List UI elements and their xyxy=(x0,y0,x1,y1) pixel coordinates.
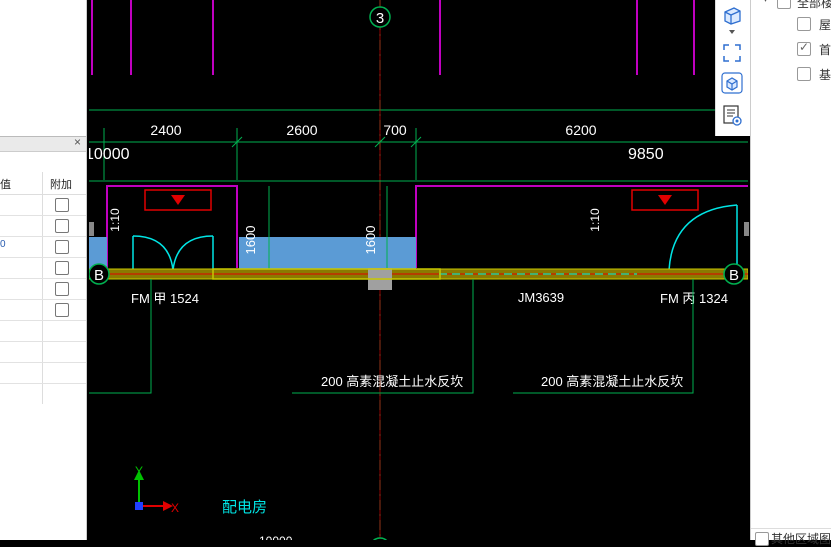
attach-checkbox[interactable] xyxy=(55,240,69,254)
floor-item-other[interactable]: 其他区域图 xyxy=(751,528,831,546)
drawing-canvas[interactable]: 3 2400 2600 700 6200 10000 9850 1:10 1:1… xyxy=(89,0,748,540)
bottom-dim: 10000 xyxy=(259,534,293,540)
door-swing xyxy=(668,204,738,271)
property-row[interactable] xyxy=(0,362,86,384)
floor-label: 基础层 xyxy=(819,68,831,82)
chevron-down-icon[interactable]: ▾ xyxy=(763,0,768,5)
axis-label-b: B xyxy=(729,267,739,284)
floor-checkbox[interactable] xyxy=(755,532,769,546)
property-row[interactable] xyxy=(0,215,86,237)
door-label: JM3639 xyxy=(518,290,564,305)
height-label: 1600 xyxy=(363,226,378,255)
dim-text: 2600 xyxy=(286,122,317,138)
ucs-y-arrow-icon xyxy=(134,470,144,480)
floor-label: 首层 xyxy=(819,43,831,57)
door-swing xyxy=(132,235,174,271)
door-label: FM 甲 1524 xyxy=(131,291,199,306)
canvas-scroll-tab-right[interactable] xyxy=(744,222,749,236)
dim-text: 2400 xyxy=(150,122,181,138)
property-row[interactable] xyxy=(0,257,86,279)
ucs-y-label: Y xyxy=(135,464,143,478)
dim-slash xyxy=(410,136,422,148)
attach-checkbox[interactable] xyxy=(55,261,69,275)
dim-text: 700 xyxy=(383,122,407,138)
fit-view-icon[interactable] xyxy=(721,42,743,64)
floor-label: 屋面层 xyxy=(819,18,831,32)
property-row[interactable] xyxy=(0,194,86,216)
axis-bubble-b-right[interactable] xyxy=(723,263,745,285)
wall-segment xyxy=(212,268,441,280)
property-value[interactable]: 0 xyxy=(0,239,6,250)
dim-slash xyxy=(374,136,386,148)
water-area xyxy=(239,237,416,269)
dim-slash xyxy=(231,136,243,148)
property-row[interactable] xyxy=(0,299,86,321)
attach-checkbox[interactable] xyxy=(55,198,69,212)
value-column-header: 值 xyxy=(0,179,11,191)
floor-panel: ▾ 全部楼层 屋面层首层基础层 其他区域图 xyxy=(750,0,831,546)
floor-checkbox[interactable] xyxy=(797,67,811,81)
attach-checkbox[interactable] xyxy=(55,219,69,233)
marker-box xyxy=(144,189,212,211)
close-icon[interactable]: × xyxy=(73,135,81,149)
3d-rotate-icon[interactable] xyxy=(721,72,743,94)
ucs-origin xyxy=(135,502,143,510)
dim-text: 6200 xyxy=(565,122,596,138)
elevation-left: 10000 xyxy=(89,146,130,163)
properties-panel-header: × xyxy=(0,135,86,152)
slope-label: 1:10 xyxy=(108,208,122,232)
floor-checkbox[interactable] xyxy=(797,17,811,31)
ucs-x-label: X xyxy=(171,501,179,515)
axis-label-b: B xyxy=(94,267,104,284)
properties-panel: × 值 附加 0 xyxy=(0,0,87,540)
floor-checkbox[interactable] xyxy=(797,40,811,56)
water-area xyxy=(89,237,107,269)
down-arrow-icon xyxy=(171,195,185,205)
column-divider xyxy=(42,172,43,404)
marker-box xyxy=(631,189,699,211)
leader-line xyxy=(89,279,152,394)
property-row[interactable] xyxy=(0,320,86,342)
property-row[interactable]: 0 xyxy=(0,236,86,258)
beam-note: 200 高素混凝土止水反坎 xyxy=(541,374,683,389)
ucs-x-arrow-icon xyxy=(163,501,173,511)
room-name: 配电房 xyxy=(222,499,267,516)
floor-label: 全部楼层 xyxy=(797,0,831,10)
axis-bubble-b-left[interactable] xyxy=(89,263,110,285)
axis-label-3: 3 xyxy=(376,10,384,27)
attach-checkbox[interactable] xyxy=(55,282,69,296)
floor-label: 其他区域图 xyxy=(771,532,831,546)
leader-line xyxy=(292,279,474,394)
elevation-right: 9850 xyxy=(628,146,664,163)
drawing-svg: 3 2400 2600 700 6200 10000 9850 1:10 1:1… xyxy=(89,0,748,540)
axis-bubble-3[interactable] xyxy=(369,6,391,28)
attach-column-header: 附加 xyxy=(50,179,72,191)
canvas-scroll-tab-left[interactable] xyxy=(89,222,94,236)
display-settings-icon[interactable] xyxy=(721,104,743,126)
height-label: 1600 xyxy=(243,226,258,255)
slope-label: 1:10 xyxy=(588,208,602,232)
door-swing xyxy=(172,235,214,271)
property-row[interactable] xyxy=(0,341,86,363)
cube-view-icon[interactable] xyxy=(721,4,743,26)
dropdown-arrow-icon[interactable] xyxy=(721,26,743,38)
properties-column-header: 值 附加 xyxy=(0,172,86,195)
view-toolbar xyxy=(715,0,750,136)
leader-line xyxy=(513,279,694,394)
room-outline-left xyxy=(106,185,238,268)
beam-note: 200 高素混凝土止水反坎 xyxy=(321,374,463,389)
door-label: FM 丙 1324 xyxy=(660,291,728,306)
down-arrow-icon xyxy=(658,195,672,205)
floor-checkbox[interactable] xyxy=(777,0,791,9)
attach-checkbox[interactable] xyxy=(55,303,69,317)
property-row[interactable] xyxy=(0,278,86,300)
